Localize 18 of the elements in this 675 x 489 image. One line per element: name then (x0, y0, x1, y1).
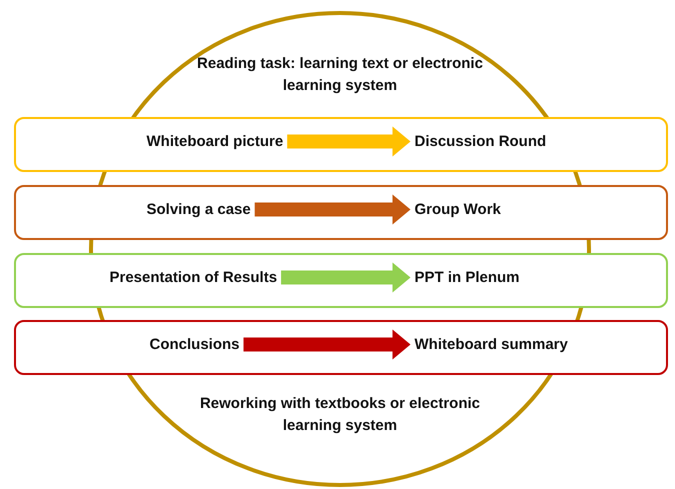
step-label: Solving a case (146, 198, 251, 220)
caption-text: Reading task: learning text or electronic learning system (178, 53, 502, 97)
arrow (244, 330, 410, 360)
arrow (281, 262, 410, 292)
step-label: Conclusions (150, 334, 240, 356)
step-label: Discussion Round (414, 130, 546, 152)
step-label: Whiteboard summary (414, 334, 568, 356)
step-label: Group Work (414, 198, 501, 220)
step-label: Presentation of Results (110, 266, 278, 288)
band-box (14, 253, 668, 308)
caption-text: Reworking with textbooks or electronic learning system (178, 393, 502, 437)
step-label: Whiteboard picture (146, 130, 284, 152)
arrow (287, 126, 410, 156)
band-box (14, 185, 668, 240)
band-box (14, 320, 668, 375)
band-box (14, 117, 668, 172)
arrow (254, 194, 410, 224)
step-label: PPT in Plenum (414, 266, 520, 288)
